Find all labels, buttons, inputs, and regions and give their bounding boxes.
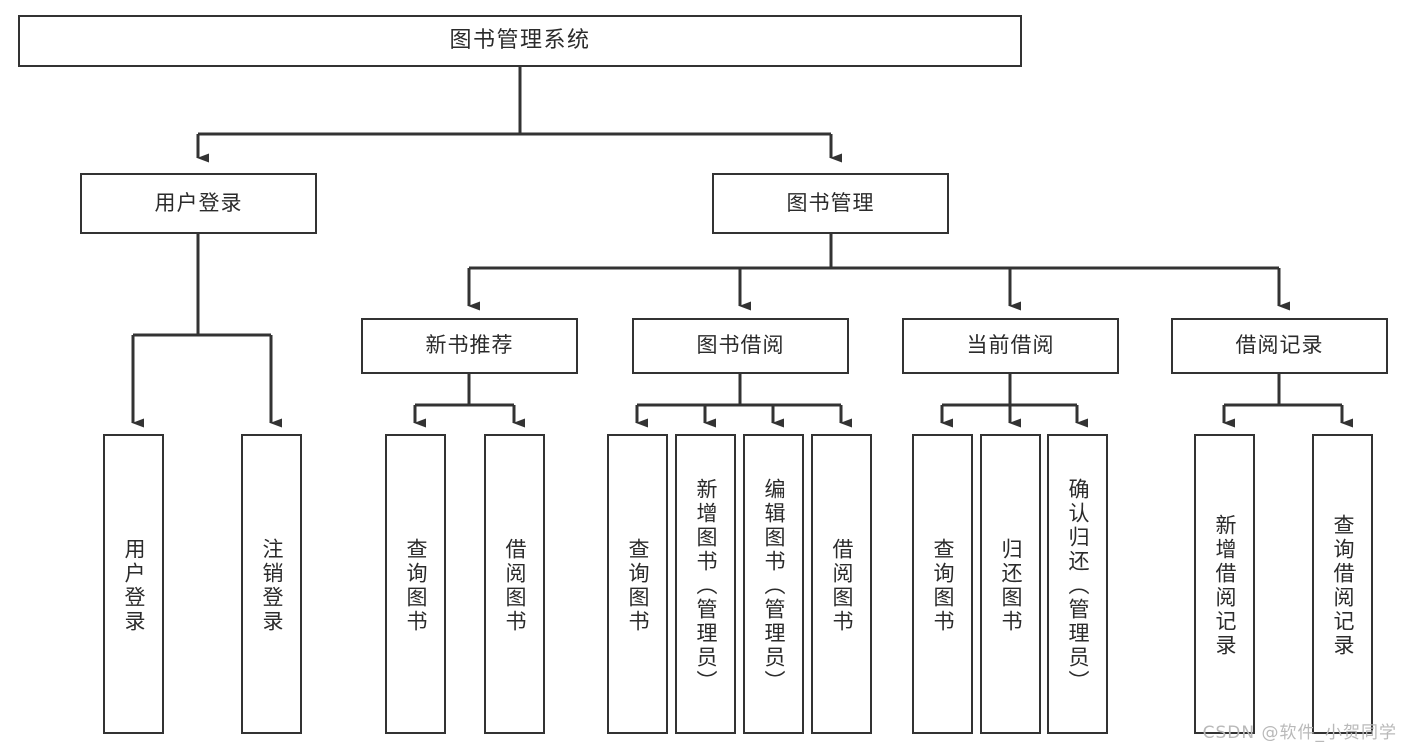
node-label: 查询图书 (931, 538, 955, 634)
leaf-query-borrow-record[interactable]: 查询借阅记录 (1312, 434, 1373, 734)
node-label: 确认归还（管理员） (1066, 478, 1090, 694)
leaf-query-book-recommend[interactable]: 查询图书 (385, 434, 446, 734)
node-label: 图书管理系统 (449, 27, 591, 53)
node-label: 图书管理 (786, 190, 875, 215)
node-label: 查询图书 (626, 538, 650, 634)
node-label: 新增借阅记录 (1213, 514, 1237, 658)
node-label: 查询借阅记录 (1331, 514, 1355, 658)
node-label: 图书借阅 (696, 333, 785, 358)
leaf-logout-login[interactable]: 注销登录 (241, 434, 302, 734)
node-current-borrow[interactable]: 当前借阅 (902, 318, 1119, 374)
leaf-borrow-book[interactable]: 借阅图书 (811, 434, 872, 734)
node-label: 归还图书 (999, 538, 1023, 634)
leaf-return-book[interactable]: 归还图书 (980, 434, 1041, 734)
node-label: 当前借阅 (966, 333, 1055, 358)
node-label: 用户登录 (122, 538, 146, 634)
node-label: 借阅记录 (1235, 333, 1324, 358)
csdn-watermark: CSDN @软件_小贺同学 (1202, 723, 1397, 743)
leaf-add-borrow-record[interactable]: 新增借阅记录 (1194, 434, 1255, 734)
node-label: 借阅图书 (830, 538, 854, 634)
node-book-borrow[interactable]: 图书借阅 (632, 318, 849, 374)
node-label: 借阅图书 (503, 538, 527, 634)
node-book-manage[interactable]: 图书管理 (712, 173, 949, 234)
node-label: 注销登录 (260, 538, 284, 634)
leaf-add-book[interactable]: 新增图书（管理员） (675, 434, 736, 734)
leaf-confirm-return[interactable]: 确认归还（管理员） (1047, 434, 1108, 734)
node-new-book-recommend[interactable]: 新书推荐 (361, 318, 578, 374)
leaf-edit-book[interactable]: 编辑图书（管理员） (743, 434, 804, 734)
leaf-query-book-current[interactable]: 查询图书 (912, 434, 973, 734)
node-label: 编辑图书（管理员） (762, 478, 786, 694)
node-label: 用户登录 (154, 190, 243, 215)
leaf-borrow-book-recommend[interactable]: 借阅图书 (484, 434, 545, 734)
leaf-user-login[interactable]: 用户登录 (103, 434, 164, 734)
node-user-login[interactable]: 用户登录 (80, 173, 317, 234)
leaf-query-book-borrow[interactable]: 查询图书 (607, 434, 668, 734)
node-label: 查询图书 (404, 538, 428, 634)
node-root-system[interactable]: 图书管理系统 (18, 15, 1022, 67)
node-label: 新增图书（管理员） (694, 478, 718, 694)
node-borrow-record[interactable]: 借阅记录 (1171, 318, 1388, 374)
node-label: 新书推荐 (425, 333, 514, 358)
